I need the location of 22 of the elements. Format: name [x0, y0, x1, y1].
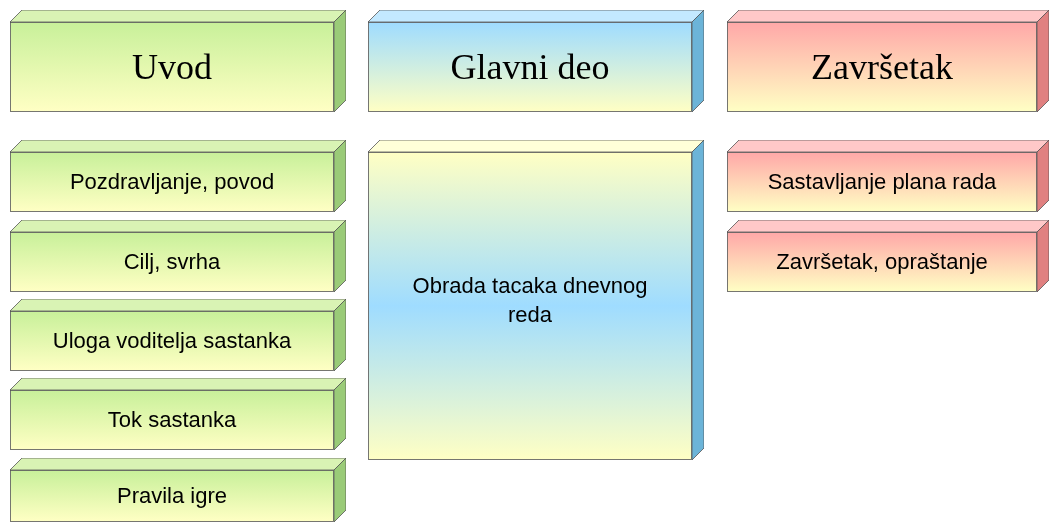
- topic-block: [10, 220, 346, 292]
- section-header-block: [10, 10, 346, 112]
- topic-text: Pozdravljanje, povod: [69, 167, 275, 196]
- section-heading: Uvod: [132, 46, 212, 88]
- topic-block: [727, 220, 1049, 292]
- topic-text: Sastavljanje plana rada: [767, 167, 997, 196]
- topic-text: Uloga voditelja sastanka: [52, 326, 292, 355]
- section-heading: Završetak: [811, 46, 953, 88]
- topic-block: [368, 140, 704, 460]
- topic-text: Pravila igre: [116, 481, 227, 510]
- section-heading: Glavni deo: [450, 46, 610, 88]
- topic-text: Završetak, opraštanje: [776, 247, 988, 276]
- section-header-block: [368, 10, 704, 112]
- topic-text: Cilj, svrha: [123, 247, 221, 276]
- section-header-block: [727, 10, 1049, 112]
- topic-block: [727, 140, 1049, 212]
- topic-text: Obrada tacaka dnevnog reda: [411, 272, 649, 329]
- topic-text: Tok sastanka: [107, 405, 237, 434]
- topic-block: [10, 299, 346, 371]
- topic-block: [10, 458, 346, 522]
- topic-block: [10, 140, 346, 212]
- topic-block: [10, 378, 346, 450]
